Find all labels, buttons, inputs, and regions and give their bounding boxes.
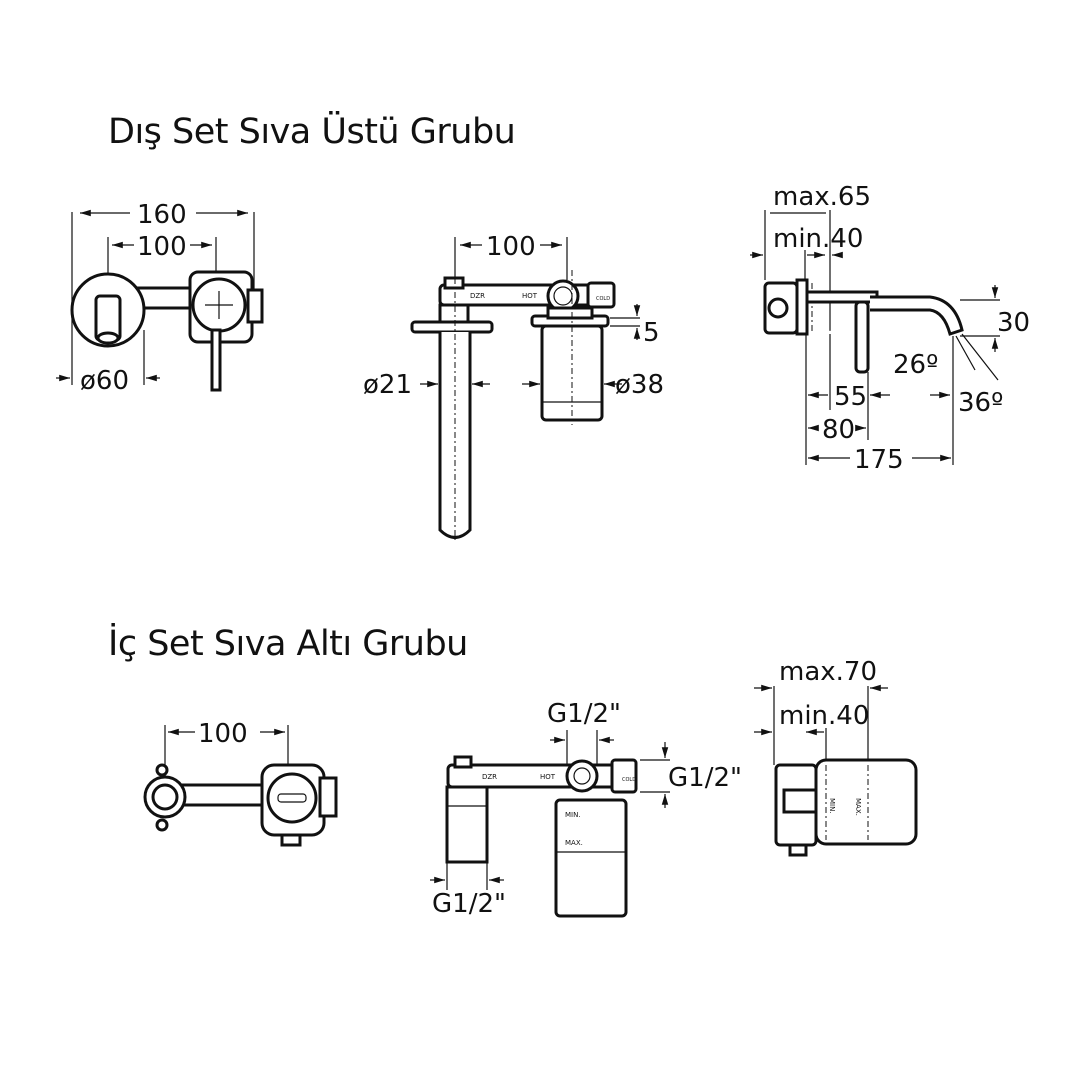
dim-diameter-60: ø60	[80, 366, 129, 396]
dim-angle-36: 36º	[958, 388, 1003, 418]
dim-100: 100	[486, 232, 536, 262]
dim-min-40: min.40	[779, 701, 869, 731]
dim-thread-top: G1/2"	[547, 699, 621, 729]
dim-diameter-38: ø38	[615, 370, 664, 400]
label-hot: HOT	[522, 292, 538, 300]
dim-max-70: max.70	[779, 657, 877, 687]
section-title-external: Dış Set Sıva Üstü Grubu	[108, 112, 516, 152]
dim-55: 55	[834, 382, 867, 412]
bottom-side-view: G1/2" DZR HOT COLD MIN. MAX. G1/2" G1/2"	[430, 699, 742, 919]
dim-160: 160	[137, 200, 187, 230]
top-side-view: 100 DZR HOT COLD 5 ø21 ø38	[363, 232, 664, 540]
label-min: MIN.	[565, 811, 581, 819]
dim-max-65: max.65	[773, 182, 871, 212]
label-cold: COLD	[596, 296, 610, 302]
dim-thread-right: G1/2"	[668, 763, 742, 793]
section-title-internal: İç Set Sıva Altı Grubu	[108, 624, 468, 664]
dim-175: 175	[854, 445, 904, 475]
dim-100: 100	[137, 232, 187, 262]
dim-diameter-21: ø21	[363, 370, 412, 400]
label-max: MAX.	[854, 798, 862, 816]
dim-5: 5	[643, 318, 660, 348]
dim-min-40: min.40	[773, 224, 863, 254]
label-dzr: DZR	[470, 292, 485, 300]
label-min: MIN.	[828, 798, 836, 814]
dim-thread-bottom: G1/2"	[432, 889, 506, 919]
dim-80: 80	[822, 415, 855, 445]
dim-30: 30	[997, 308, 1030, 338]
dim-100: 100	[198, 719, 248, 749]
label-max: MAX.	[565, 839, 583, 847]
dim-angle-26: 26º	[893, 350, 938, 380]
bottom-front-view: 100	[143, 719, 338, 847]
bottom-profile-view: max.70 min.40 MIN. MAX.	[754, 657, 918, 857]
label-cold: COLD	[622, 777, 636, 783]
top-front-view: 160 100 ø60	[56, 200, 264, 396]
label-hot: HOT	[540, 773, 556, 781]
top-profile-view: max.65 min.40 30 26º 36º 55 80 175	[750, 182, 1030, 475]
label-dzr: DZR	[482, 773, 497, 781]
